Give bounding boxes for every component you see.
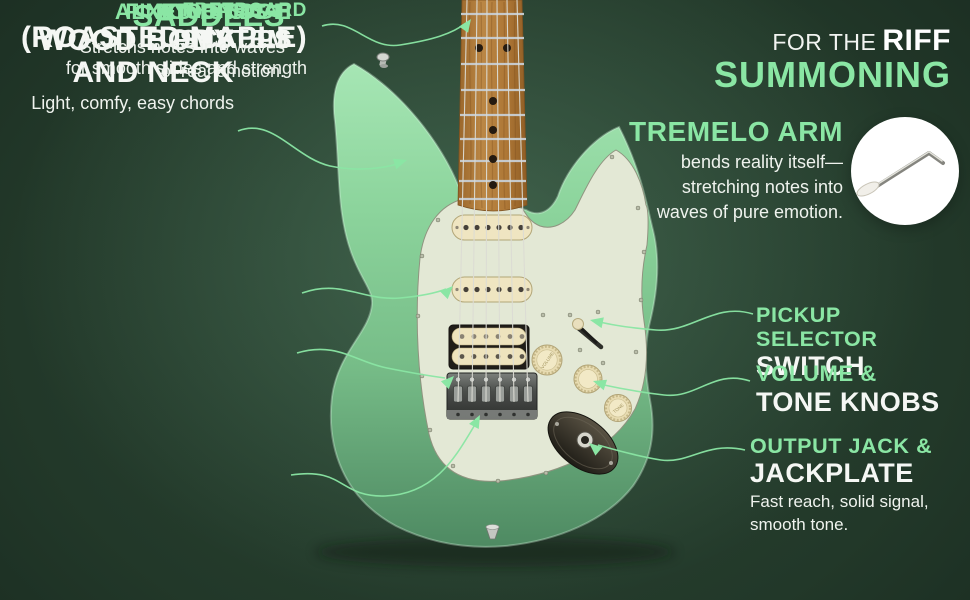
- tone-knob-label: TONE: [612, 402, 625, 414]
- tremolo-arm-photo: [851, 117, 959, 225]
- callout-label: ALNICO 5 S-S-H: [114, 0, 292, 24]
- callout-arrow-icon: [469, 415, 480, 430]
- callout-arrow-icon: [440, 376, 454, 390]
- pickup-selector-switch: [567, 309, 604, 350]
- bridge-line: [296, 348, 446, 379]
- callout-pickups: ALNICO 5 S-S-H PICKUPS: [0, 0, 292, 53]
- callout-description: Light, comfy, easy chords: [31, 92, 234, 113]
- callout-label: NYLON: [157, 0, 234, 23]
- strap-button-bottom: [485, 524, 500, 540]
- callout-arrow-icon: [590, 317, 604, 329]
- neck-pickup: [451, 214, 533, 241]
- selector-line: [599, 310, 754, 331]
- callout-label: OUTPUT JACK &: [750, 434, 933, 458]
- callout-label: FRETBOARD: [182, 0, 307, 21]
- callout-title: AND NECK: [72, 55, 234, 89]
- callout-title: (ROASTED MAPLE): [21, 21, 307, 55]
- output-jack-plate: [547, 411, 619, 475]
- title-riff: RIFF: [882, 24, 951, 57]
- callout-label: VOLUME &: [756, 361, 877, 386]
- guitar-neck: [457, 0, 528, 212]
- callout-jack: OUTPUT JACK & JACKPLATE Fast reach, soli…: [750, 434, 965, 536]
- callout-title: PICKUPS: [173, 23, 292, 54]
- callout-arrow-icon: [459, 19, 471, 33]
- callout-label: FIXED BRIDGE: [125, 0, 289, 24]
- callout-knobs: VOLUME & TONE KNOBS: [756, 361, 966, 417]
- callout-title: SWITCH: [756, 351, 865, 382]
- humbucker-pickup: [448, 324, 530, 370]
- saddles-line: [290, 422, 477, 497]
- callout-arrow-icon: [439, 286, 453, 300]
- callout-saddles: SADDLES Stretchs notes into waves of rea…: [0, 0, 285, 84]
- callout-body-neck: NYLON WOOD BODY AND NECK Light, comfy, e…: [0, 0, 234, 116]
- callout-tremolo: TREMELO ARM bends reality itself— stretc…: [603, 117, 843, 225]
- callout-label: PICKUP SELECTOR: [756, 303, 878, 352]
- callout-description: Stretchs notes into waves of real emotio…: [79, 37, 285, 81]
- callout-description: Fast reach, solid signal, smooth tone.: [750, 492, 929, 534]
- callout-fretboard: FRETBOARD (ROASTED MAPLE) for smooth sli…: [0, 0, 307, 81]
- fretboard-line: [321, 22, 467, 47]
- callout-title: SYSTEM: [179, 23, 289, 54]
- callout-title: JACKPLATE: [750, 458, 914, 489]
- callout-title: TREMELO ARM: [629, 116, 843, 147]
- callout-arrows: [392, 19, 608, 456]
- callout-arrow-icon: [392, 158, 407, 170]
- callout-bridge: FIXED BRIDGE SYSTEM: [0, 0, 289, 53]
- fret-inlay-dots: [475, 44, 511, 189]
- guitar-strings: [457, 0, 529, 403]
- knobs-line: [603, 377, 751, 397]
- callout-description: bends reality itself— stretching notes i…: [656, 152, 843, 222]
- jack-line: [597, 444, 746, 462]
- middle-pickup: [451, 276, 533, 303]
- callout-description: for smooth slides and strength: [65, 58, 307, 79]
- volume-knob: VOLUME: [531, 344, 563, 376]
- callout-title: SADDLES: [132, 0, 285, 33]
- callout-title: TONE KNOBS: [756, 386, 940, 417]
- title-summoning: SUMMONING: [714, 54, 951, 95]
- guitar-shadow: [315, 537, 675, 567]
- callout-selector: PICKUP SELECTOR SWITCH: [756, 303, 966, 380]
- callout-lines: [237, 22, 754, 497]
- tone-knob-2: TONE: [604, 394, 632, 422]
- frets: [459, 12, 527, 201]
- tremolo-arm-icon: [856, 151, 945, 197]
- callout-title: WOOD BODY: [38, 23, 234, 57]
- pickups-line: [301, 287, 447, 300]
- callout-arrow-icon: [593, 379, 608, 391]
- body-neck-line: [237, 127, 401, 170]
- bridge-assembly: [446, 372, 538, 420]
- tone-knob-1: [573, 364, 603, 394]
- title-eyebrow: FOR THE: [772, 29, 877, 55]
- callout-arrow-icon: [589, 443, 603, 456]
- strap-button-top: [376, 52, 390, 68]
